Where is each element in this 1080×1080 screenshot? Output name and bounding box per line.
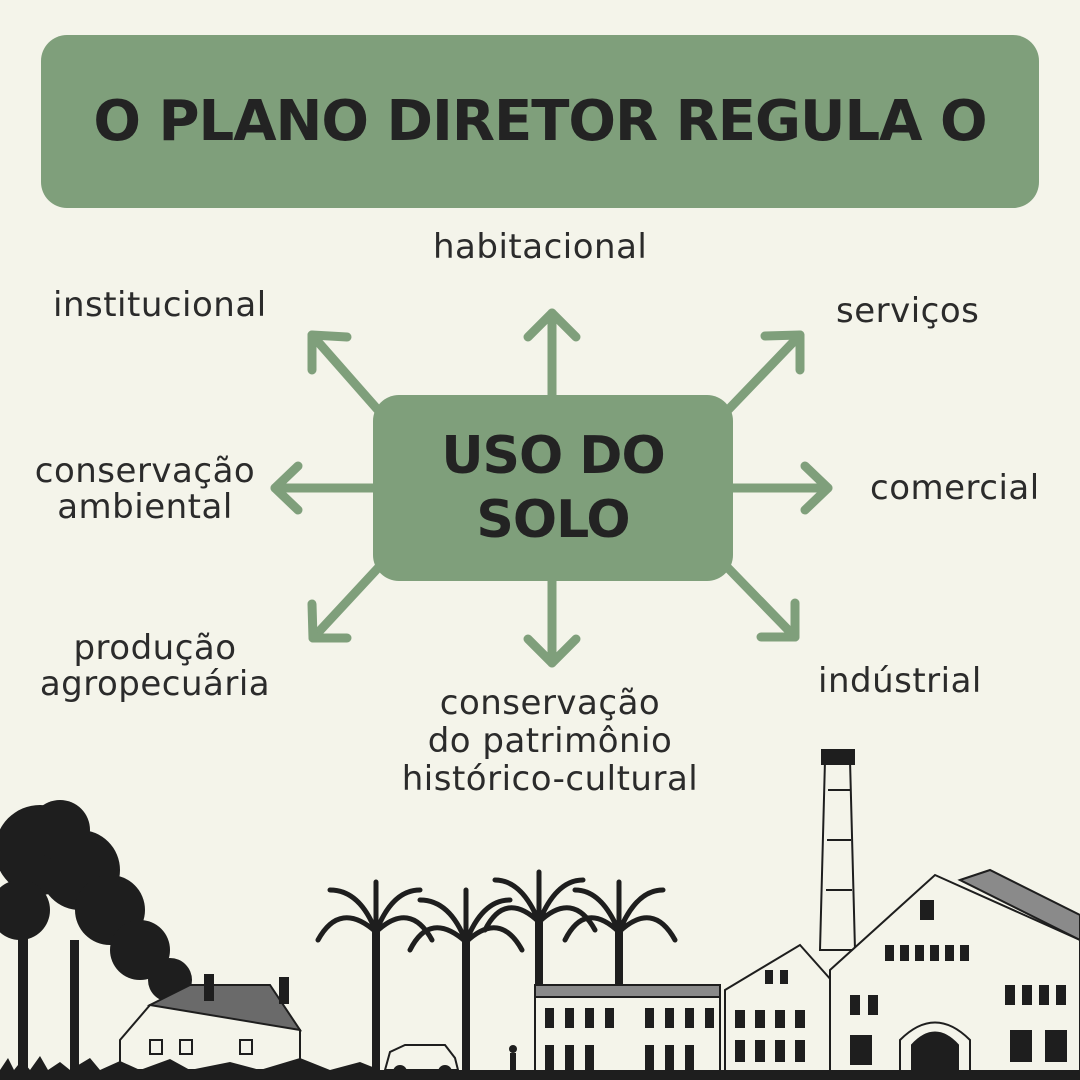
chimney-icon bbox=[818, 749, 857, 951]
label-conservacao-patrimonio: conservação do patrimônio histórico-cult… bbox=[401, 683, 699, 799]
arrow-down-icon bbox=[523, 576, 581, 668]
central-concept-title: USO DO SOLO bbox=[441, 426, 665, 550]
label-habitacional: habitacional bbox=[433, 227, 648, 267]
building-middle-icon bbox=[534, 984, 721, 1076]
arrow-left-icon bbox=[270, 461, 378, 515]
label-institucional: institucional bbox=[53, 285, 267, 325]
arrow-upper-left-icon bbox=[307, 330, 383, 415]
label-servicos: serviços bbox=[836, 291, 980, 331]
central-concept-box: USO DO SOLO bbox=[373, 395, 733, 581]
label-industrial: indústrial bbox=[818, 661, 982, 701]
arrow-lower-left-icon bbox=[307, 563, 383, 643]
house-left-icon bbox=[119, 974, 303, 1071]
page-title: O PLANO DIRETOR REGULA O bbox=[93, 89, 987, 154]
city-skyline-illustration bbox=[0, 749, 1080, 1080]
factory-building-icon bbox=[724, 868, 1080, 1076]
label-comercial: comercial bbox=[870, 468, 1040, 508]
arrow-up-icon bbox=[523, 308, 581, 400]
arrow-right-icon bbox=[728, 461, 833, 515]
label-producao-agropecuaria: produção agropecuária bbox=[39, 628, 271, 704]
person-icon bbox=[509, 1045, 517, 1073]
tree-left-icon bbox=[0, 800, 192, 1080]
arrow-upper-right-icon bbox=[723, 330, 805, 415]
title-banner: O PLANO DIRETOR REGULA O bbox=[41, 35, 1039, 208]
label-conservacao-ambiental: conservação ambiental bbox=[34, 451, 256, 527]
arrow-lower-right-icon bbox=[723, 563, 800, 642]
